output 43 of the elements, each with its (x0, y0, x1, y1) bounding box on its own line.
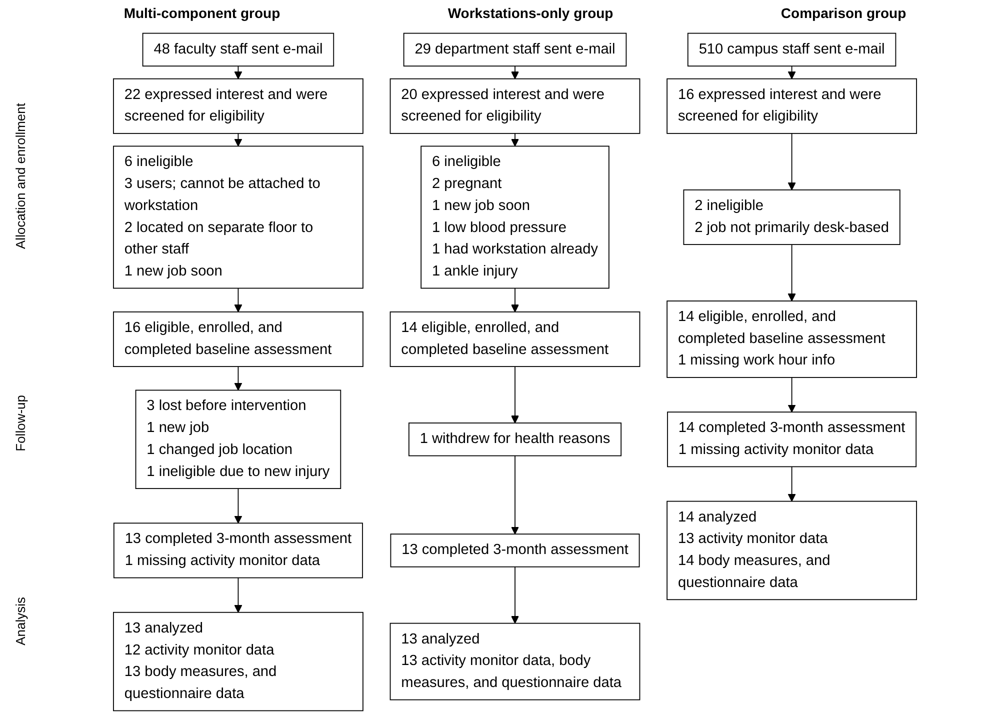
arrow (511, 288, 519, 312)
arrow (234, 132, 242, 147)
node-box: 1 withdrew for health reasons (408, 422, 622, 456)
arrow (788, 466, 796, 502)
stage-label: Allocation and enrollment (12, 102, 28, 249)
arrow (511, 366, 519, 424)
column-heading: Multi-component group (124, 5, 280, 21)
arrow (788, 66, 796, 80)
arrow (234, 366, 242, 391)
node-box: 14 eligible, enrolled, and completed baseline assessment (390, 311, 640, 367)
node-box: 14 completed 3-month assessment 1 missing activity monitor data (667, 412, 917, 468)
node-box: 22 expressed interest and were screened for eligibility (113, 78, 364, 134)
stage-label: Analysis (12, 596, 28, 646)
arrow (234, 577, 242, 613)
column-heading: Workstations-only group (448, 5, 614, 21)
arrow (234, 66, 242, 80)
node-box: 48 faculty staff sent e-mail (142, 32, 334, 67)
node-box: 6 ineligible 2 pregnant 1 new job soon 1 low blood pressure 1 had workstation already 1 ankle injury (420, 146, 610, 289)
node-box: 16 eligible, enrolled, and completed baseline assessment (113, 311, 364, 367)
node-box: 13 analyzed 12 activity monitor data 13 body measures, and questionnaire data (113, 612, 364, 712)
node-box: 14 analyzed 13 activity monitor data 14 body measures, and questionnaire data (666, 500, 917, 600)
node-box: 16 expressed interest and were screened for eligibility (666, 78, 917, 134)
stage-label: Follow-up (12, 394, 28, 451)
column-heading: Comparison group (780, 5, 906, 21)
node-box: 3 lost before intervention 1 new job 1 changed job location 1 ineligible due to new injury (135, 390, 342, 489)
arrow (788, 132, 796, 190)
arrow (511, 455, 519, 534)
node-box: 20 expressed interest and were screened for eligibility (390, 78, 640, 134)
node-box: 13 completed 3-month assessment (390, 534, 640, 568)
node-box: 29 department staff sent e-mail (403, 32, 627, 67)
node-box: 510 campus staff sent e-mail (687, 32, 896, 67)
arrow (234, 488, 242, 524)
node-box: 13 analyzed 13 activity monitor data, body measures, and questionnaire data (390, 622, 640, 700)
arrow (234, 288, 242, 312)
arrow (511, 132, 519, 147)
arrow (511, 66, 519, 80)
arrow (788, 377, 796, 412)
node-box: 13 completed 3-month assessment 1 missing activity monitor data (113, 522, 363, 578)
node-box: 14 eligible, enrolled, and completed baseline assessment 1 missing work hour info (666, 300, 917, 378)
arrow (788, 244, 796, 302)
node-box: 2 ineligible 2 job not primarily desk-based (683, 189, 900, 245)
arrow (511, 566, 519, 624)
node-box: 6 ineligible 3 users; cannot be attached to workstation 2 located on separate floor to other staff 1 new job soon (113, 146, 364, 289)
